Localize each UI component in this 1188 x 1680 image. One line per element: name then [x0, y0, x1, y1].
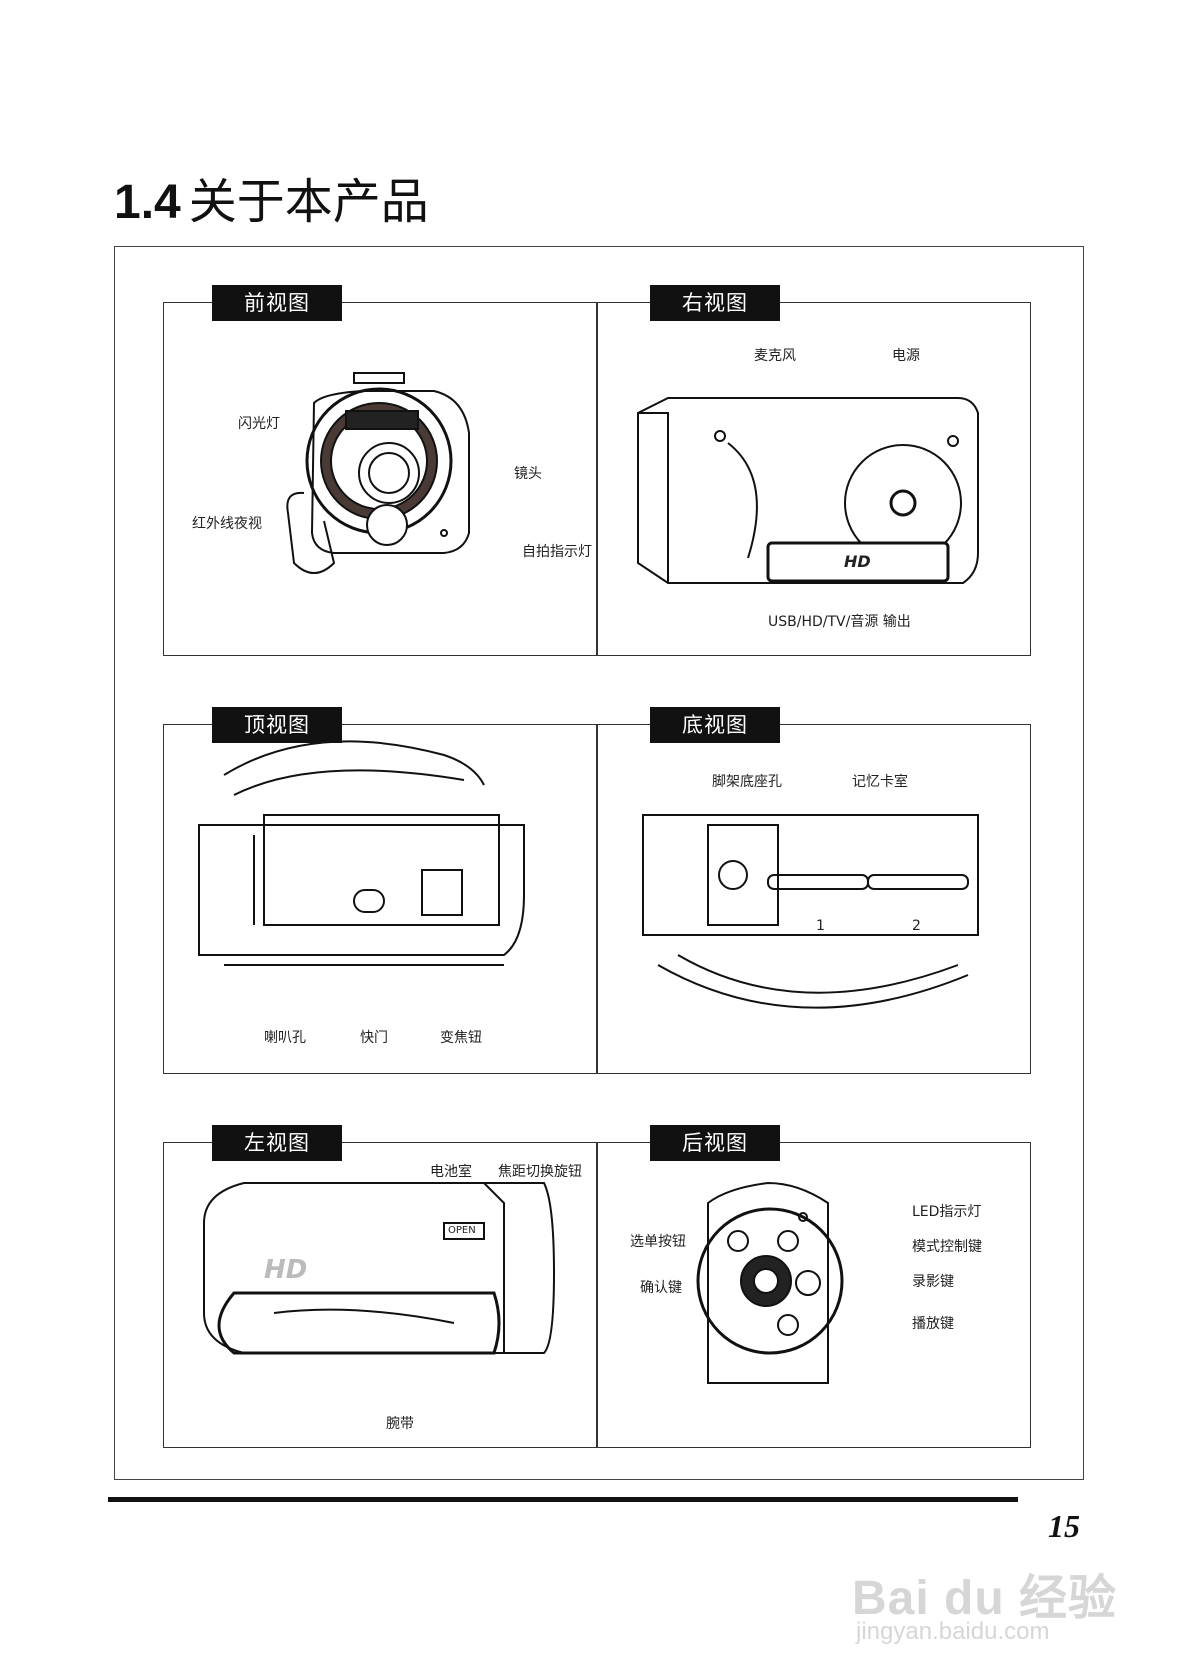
baidu-watermark: Bai du 经验 jingyan.baidu.com [852, 1522, 1142, 1652]
section-heading: 关于本产品 [188, 174, 429, 230]
label-speaker-hole: 喇叭孔 [264, 1030, 306, 1046]
tab-left-view: 左视图 [212, 1125, 342, 1161]
label-left-hd-mark: HD [264, 1255, 308, 1285]
bottom-view-drawing [642, 814, 979, 1009]
label-shutter: 快门 [360, 1030, 388, 1046]
label-menu-button: 选单按钮 [630, 1234, 686, 1250]
label-self-timer-led: 自拍指示灯 [522, 544, 592, 560]
tab-right-view: 右视图 [650, 285, 780, 321]
panel-top-view: 顶视图 喇叭孔 快门 变焦钮 [163, 707, 597, 1074]
label-zoom-button: 变焦钮 [440, 1030, 482, 1046]
back-view-drawing [696, 1181, 844, 1384]
panel-bottom-view: 底视图 脚架底座孔 记忆卡室 1 2 [597, 707, 1031, 1074]
top-view-drawing [198, 740, 525, 966]
label-microphone: 麦克风 [754, 348, 796, 364]
tab-bottom-view: 底视图 [650, 707, 780, 743]
panel-right-view: 右视图 麦克风 电源 HD USB/HD/TV/音源 输出 [597, 285, 1031, 656]
label-mode-key: 模式控制键 [912, 1239, 982, 1255]
label-power: 电源 [892, 348, 920, 364]
label-usb-output: USB/HD/TV/音源 输出 [768, 614, 911, 630]
front-view-drawing [286, 372, 470, 574]
tab-front-view: 前视图 [212, 285, 342, 321]
label-tripod-mount: 脚架底座孔 [712, 774, 782, 790]
panel-left-view: 左视图 电池室 焦距切换旋钮 OPEN HD 腕带 [163, 1125, 597, 1448]
label-memory-card-slot: 记忆卡室 [852, 774, 908, 790]
left-view-drawing [203, 1182, 556, 1355]
panel-front-view: 前视图 闪光灯 镜头 红外线夜视 自拍指示灯 [163, 285, 597, 656]
page-number: 15 [1048, 1508, 1080, 1544]
label-focus-switch: 焦距切换旋钮 [498, 1164, 582, 1180]
label-led-indicator: LED指示灯 [912, 1204, 982, 1220]
label-battery-compartment: 电池室 [430, 1164, 472, 1180]
tab-top-view: 顶视图 [212, 707, 342, 743]
watermark-url: jingyan.baidu.com [856, 1618, 1050, 1645]
label-slot-2: 2 [912, 918, 921, 934]
figure-frame [114, 246, 1084, 1480]
panel-back-view: 后视图 LED指示灯 选单按钮 模式控制键 确认键 录影键 播放键 [597, 1125, 1031, 1448]
label-record-key: 录影键 [912, 1274, 954, 1290]
label-slot-1: 1 [816, 918, 825, 934]
label-ir-night-vision: 红外线夜视 [192, 516, 262, 532]
footer-rule [108, 1497, 1018, 1502]
section-number: 1.4 [114, 176, 181, 229]
watermark-logo: Bai du 经验 [852, 1572, 1118, 1625]
label-ok-key: 确认键 [640, 1280, 682, 1296]
right-view-drawing [637, 397, 979, 584]
label-play-key: 播放键 [912, 1316, 954, 1332]
tab-back-view: 后视图 [650, 1125, 780, 1161]
label-hd-mark: HD [844, 552, 871, 571]
label-open-mark: OPEN [448, 1225, 476, 1236]
label-flash: 闪光灯 [238, 416, 280, 432]
label-wrist-strap: 腕带 [386, 1416, 414, 1432]
label-lens: 镜头 [514, 466, 542, 482]
